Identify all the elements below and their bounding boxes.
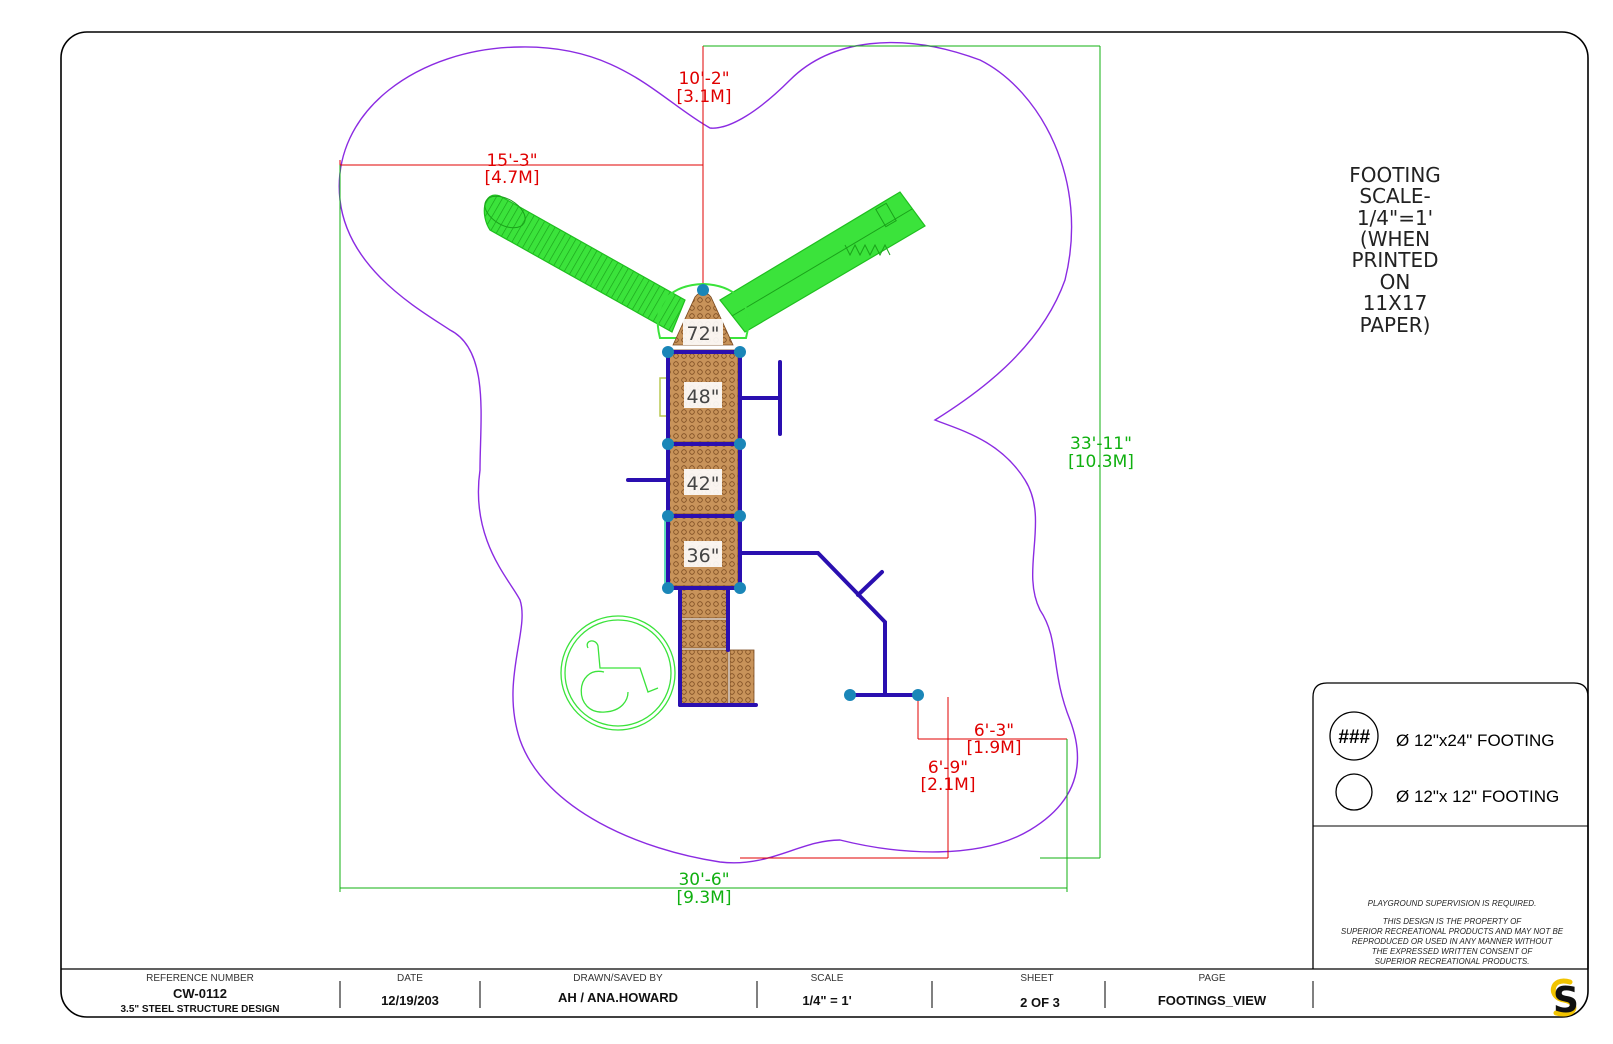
scale-note-line-7: 11X17 (1363, 291, 1428, 315)
deck-42: 42" (667, 443, 739, 515)
dim-width-ft: 30'-6" (678, 870, 729, 890)
title-block: REFERENCE NUMBER CW-0112 3.5" STEEL STRU… (61, 968, 1588, 1015)
scale-note: FOOTING SCALE- 1/4"=1' (WHEN PRINTED ON … (1349, 163, 1441, 337)
sheet-value: 2 OF 3 (1020, 995, 1060, 1010)
disclaimer-line-2: SUPERIOR RECREATIONAL PRODUCTS AND MAY N… (1341, 927, 1564, 936)
legend-footing-12-icon (1335, 773, 1373, 811)
reference-label: REFERENCE NUMBER (146, 973, 254, 984)
deck-label-72: 72" (687, 323, 720, 345)
date-label: DATE (397, 973, 423, 984)
deck-label-42: 42" (687, 473, 720, 495)
dim-right-m: [1.9M] (967, 738, 1022, 758)
deck-label-48: 48" (687, 386, 720, 408)
logo-letter: S (1553, 980, 1579, 1021)
legend-footing-12-label: Ø 12"x 12" FOOTING (1396, 787, 1559, 806)
tube-slide (483, 194, 686, 333)
disclaimer-line-4: THE EXPRESSED WRITTEN CONSENT OF (1372, 947, 1534, 956)
supervision-note: PLAYGROUND SUPERVISION IS REQUIRED. (1368, 899, 1537, 908)
deck-48: 48" (667, 349, 739, 443)
footings (662, 284, 924, 701)
legend-footing-24-icon (1329, 711, 1379, 761)
straight-slide (719, 191, 926, 333)
deck-label-36: 36" (687, 545, 720, 567)
dim-width-m: [9.3M] (677, 888, 732, 908)
legend-panel: ### Ø 12"x24" FOOTING Ø 12"x 12" FOOTING (1312, 682, 1589, 969)
scale-note-line-8: PAPER) (1360, 313, 1431, 337)
page-value: FOOTINGS_VIEW (1158, 993, 1267, 1008)
dimension-lines (339, 45, 1101, 892)
sheet-label: SHEET (1020, 973, 1053, 984)
disclaimer-line-5: SUPERIOR RECREATIONAL PRODUCTS. (1375, 957, 1530, 966)
dim-left-m: [4.7M] (485, 168, 540, 188)
wheelchair-icon (560, 615, 676, 731)
scale-note-line-6: ON (1380, 270, 1411, 294)
drawn-label: DRAWN/SAVED BY (573, 973, 663, 984)
scale-note-line-1: FOOTING (1349, 163, 1441, 187)
disclaimer: PLAYGROUND SUPERVISION IS REQUIRED. THIS… (1341, 899, 1564, 966)
page-label: PAGE (1198, 973, 1225, 984)
sheet-border (60, 31, 1589, 1018)
disclaimer-line-1: THIS DESIGN IS THE PROPERTY OF (1383, 917, 1523, 926)
dim-left-ft: 15'-3" (486, 151, 537, 171)
dim-height-m: [10.3M] (1068, 452, 1134, 472)
deck-36: 36" (667, 515, 739, 587)
scale-note-line-4: (WHEN (1360, 227, 1430, 251)
step-platforms (679, 587, 755, 706)
use-zone-boundary (338, 41, 1079, 864)
scale-value: 1/4" = 1' (802, 993, 851, 1008)
reference-value: CW-0112 (173, 986, 227, 1001)
drawn-value: AH / ANA.HOWARD (558, 990, 678, 1005)
scale-note-line-3: 1/4"=1' (1357, 206, 1433, 230)
disclaimer-line-3: REPRODUCED OR USED IN ANY MANNER WITHOUT (1352, 937, 1554, 946)
dim-top-ft: 10'-2" (678, 69, 729, 89)
company-logo: S (1551, 978, 1579, 1021)
scale-note-line-5: PRINTED (1351, 248, 1438, 272)
dim-bottom-ft: 6'-9" (928, 758, 968, 778)
legend-footing-24-label: Ø 12"x24" FOOTING (1396, 731, 1555, 750)
scale-label: SCALE (811, 973, 844, 984)
post-frame (626, 350, 920, 707)
dim-bottom-m: [2.1M] (921, 775, 976, 795)
scale-note-line-2: SCALE- (1359, 184, 1430, 208)
dim-height-ft: 33'-11" (1070, 434, 1132, 454)
legend-footing-24-symbol: ### (1338, 727, 1370, 748)
reference-subtitle: 3.5" STEEL STRUCTURE DESIGN (120, 1004, 279, 1015)
date-value: 12/19/203 (381, 993, 439, 1008)
dim-top-m: [3.1M] (677, 87, 732, 107)
dim-right-ft: 6'-3" (974, 721, 1014, 741)
